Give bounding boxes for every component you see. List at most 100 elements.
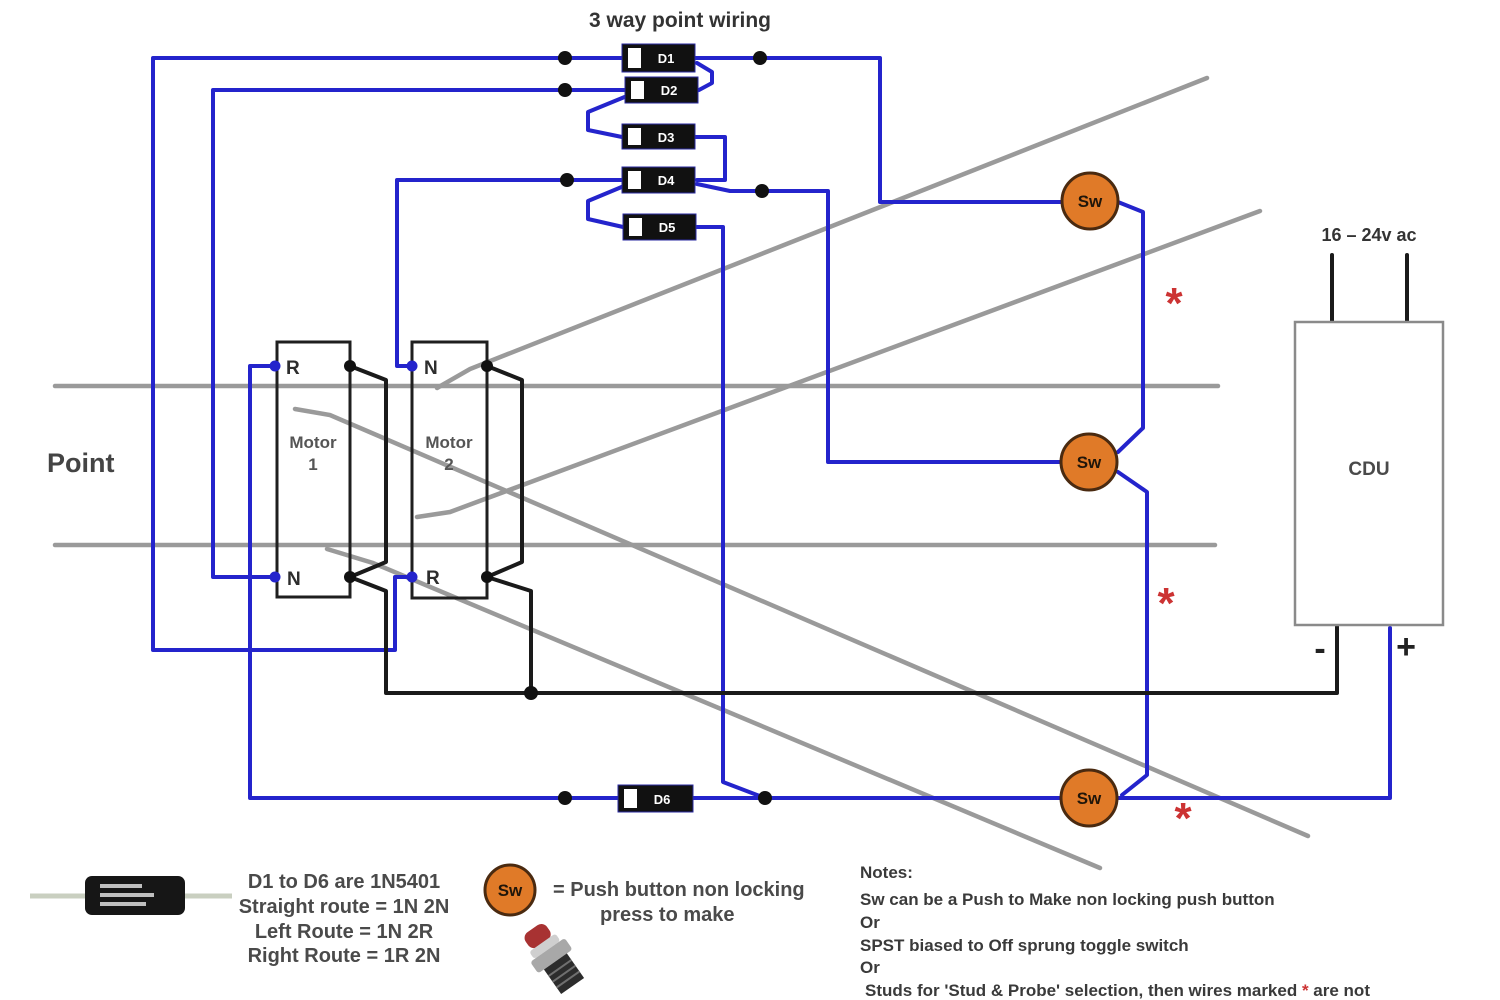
notes-line1: Sw can be a Push to Make non locking pus…: [860, 890, 1275, 909]
switch-2: Sw: [1059, 432, 1119, 492]
switch-legend-label: Sw: [498, 881, 523, 900]
motor-terminal-dot: [344, 571, 356, 583]
switch-legend-line1: = Push button non locking: [553, 879, 805, 901]
push-button-thread-line: [547, 959, 573, 977]
wire-d4-left-to-motor2-n: [395, 178, 624, 368]
motor2-top-terminal-label: N: [424, 358, 438, 379]
motor1-label-line1: Motor: [289, 433, 337, 452]
junction-dot: [758, 791, 772, 805]
wire-d5-right-to-d6-row: [695, 225, 767, 800]
wire-link-d2-d3: [586, 94, 629, 139]
wire-motor1-r-bottom-bus-to-cdu-plus: [248, 364, 1392, 800]
push-button-thread-line: [551, 964, 577, 983]
notes-heading: Notes:: [860, 863, 913, 882]
notes-block: Notes: Sw can be a Push to Make non lock…: [860, 863, 1370, 1000]
diode-d4: D4: [621, 166, 696, 194]
diode-d6-band: [624, 789, 637, 808]
motor2-box: [410, 340, 489, 600]
junction-dot: [558, 83, 572, 97]
junction-dot: [560, 173, 574, 187]
cdu-label: CDU: [1348, 459, 1389, 480]
diode-d2-label: D2: [661, 83, 678, 98]
wire-motor1-right-bracket: [348, 364, 388, 579]
motor-1: R N Motor 1: [275, 340, 352, 599]
motor2-label-line2: 2: [444, 455, 453, 474]
motor-2: N R Motor 2: [410, 340, 489, 600]
switch-3-label: Sw: [1077, 789, 1102, 808]
diode-legend-text: D1 to D6 are 1N5401 Straight route = 1N …: [239, 871, 450, 967]
switch-2-circle: [1059, 432, 1119, 492]
diode-photo-marking: [100, 893, 154, 897]
diode-d3-band: [628, 128, 641, 145]
point-label: Point: [47, 448, 115, 478]
diode-d5-band: [629, 218, 642, 236]
diode-d1-band: [628, 48, 641, 68]
track-diagonal-upper-left-route-2: [414, 208, 1263, 520]
diode-d1-label: D1: [658, 51, 675, 66]
cdu-box: [1293, 320, 1445, 627]
switch-3-circle: [1059, 768, 1119, 828]
push-button-thread-line: [555, 970, 581, 989]
switch-3: Sw: [1059, 768, 1119, 828]
switch-1-label: Sw: [1078, 192, 1103, 211]
page-title: 3 way point wiring: [589, 9, 771, 32]
push-button-hex-body: [531, 939, 572, 973]
cdu-plus-label: +: [1396, 628, 1416, 666]
motor2-label-line1: Motor: [425, 433, 473, 452]
wire-d1-right-to-sw1: [693, 56, 1064, 204]
diode-legend-line3: Left Route = 1N 2R: [255, 921, 434, 943]
wire-sw1-to-sw2: [1116, 200, 1145, 454]
motor-terminal-dot: [481, 571, 493, 583]
diode-d3: D3: [621, 123, 696, 150]
notes-or-2: Or: [860, 958, 880, 977]
asterisk-marker-3: *: [1174, 794, 1192, 843]
diode-d5-label: D5: [659, 220, 676, 235]
motor1-bottom-terminal-label: N: [287, 569, 301, 590]
wire-link-d4-d5: [586, 184, 626, 229]
notes-line3-pre: Studs for 'Stud & Probe' selection, then…: [865, 981, 1302, 1000]
push-button-collar: [530, 934, 560, 958]
motor-terminal-dot-blue: [406, 571, 418, 583]
notes-line3-post: are not: [1309, 981, 1371, 1000]
motor2-bottom-terminal-label: R: [426, 568, 440, 589]
wire-d4-right-to-sw2: [695, 182, 1063, 464]
switch-1: Sw: [1060, 171, 1120, 231]
notes-line3-asterisk: *: [1302, 981, 1309, 1000]
junction-dot: [753, 51, 767, 65]
push-button-photo: [524, 923, 585, 995]
track-diagonal-right-route-2: [324, 546, 1103, 871]
wire-sw2-to-sw3: [1116, 470, 1149, 797]
motor-terminal-dot-blue: [269, 360, 281, 372]
switch-legend-line2: press to make: [600, 904, 735, 926]
switch-legend-circle: [483, 863, 537, 917]
wire-motor2-right-bracket: [485, 364, 524, 579]
track-diagonal-right-route: [292, 406, 1311, 839]
notes-line3: Studs for 'Stud & Probe' selection, then…: [865, 981, 1370, 1000]
motor-terminal-dot: [481, 360, 493, 372]
motor1-label-line2: 1: [308, 455, 317, 474]
junction-dot: [524, 686, 538, 700]
notes-or-1: Or: [860, 913, 880, 932]
diode-d6: D6: [617, 784, 694, 813]
diode-d1: D1: [621, 43, 696, 73]
motor-terminal-dot: [344, 360, 356, 372]
diode-d2: D2: [624, 76, 699, 104]
diode-photo-marking: [100, 884, 142, 888]
cdu-minus-label: -: [1314, 630, 1325, 668]
blue-wires: [151, 56, 1392, 800]
junction-dots: [269, 51, 772, 805]
wire-motor2-stem: [485, 575, 533, 695]
diode-photo: [30, 876, 232, 915]
diode-legend-line4: Right Route = 1R 2N: [248, 945, 441, 967]
diode-d6-label: D6: [654, 792, 671, 807]
motor1-top-terminal-label: R: [286, 358, 300, 379]
diode-legend-line2: Straight route = 1N 2N: [239, 896, 450, 918]
notes-line2: SPST biased to Off sprung toggle switch: [860, 936, 1189, 955]
junction-dot: [558, 791, 572, 805]
wire-d1-left-to-motor2-r: [151, 56, 624, 652]
diode-d3-label: D3: [658, 130, 675, 145]
junction-dot: [558, 51, 572, 65]
wire-link-d1-d2: [695, 61, 714, 92]
